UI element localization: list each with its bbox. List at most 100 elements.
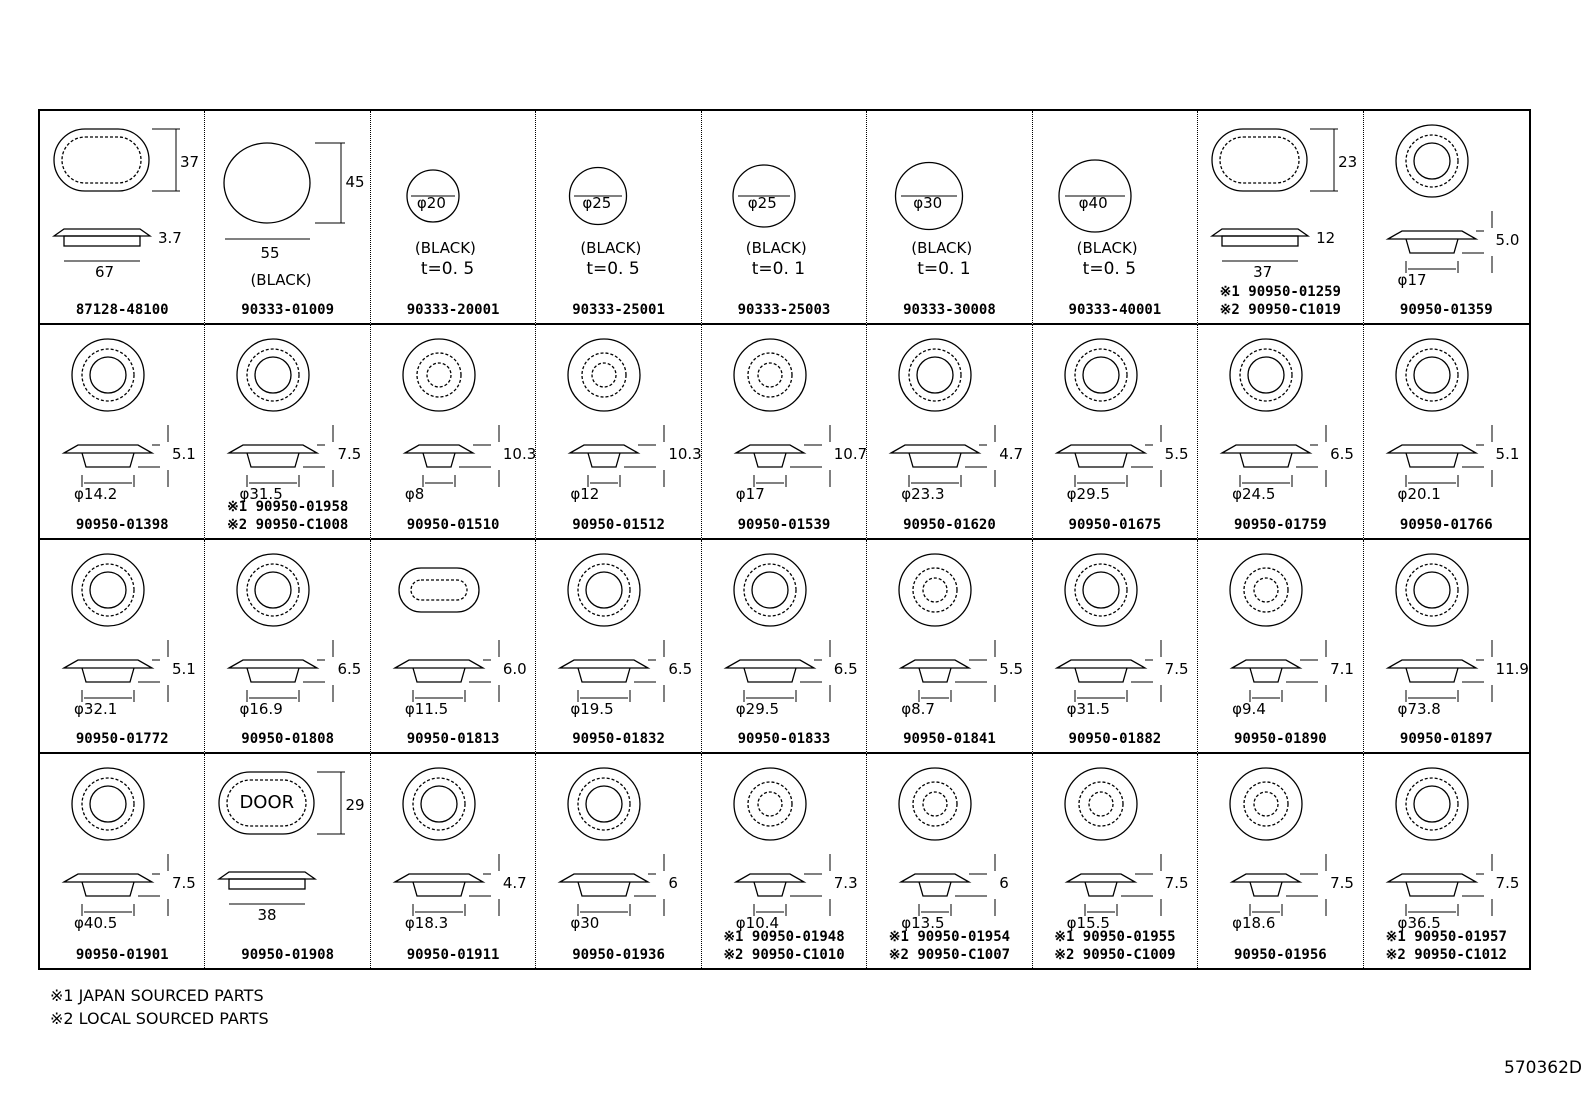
part-number[interactable]: 90950-01675 [1068,516,1162,533]
part-number[interactable]: 90333-25003 [737,302,831,319]
part-numbers: 90333-01009 [205,301,369,319]
part-number[interactable]: 90950-01539 [737,516,831,533]
part-number[interactable]: 90950-01833 [737,730,831,747]
part-number[interactable]: ※1 90950-01948 [723,929,845,945]
part-number[interactable]: 90333-40001 [1068,302,1162,319]
part-number[interactable]: 90950-01759 [1233,516,1327,533]
part-number[interactable]: 90333-30008 [903,302,996,319]
thickness-label: t=0. 5 [1082,259,1137,279]
door-text: DOOR [239,791,295,813]
height-label: 6.5 [833,659,858,678]
height-label: 7.5 [172,873,196,892]
part-number[interactable]: 90950-01398 [75,516,169,533]
part-drawing [723,552,831,702]
part-numbers: 90950-01510 [371,516,535,534]
part-number[interactable]: ※2 90950-C1019 [1219,302,1341,319]
part-drawing [732,164,796,228]
thickness-label: t=0. 5 [586,259,640,279]
part-number[interactable]: 90950-01936 [572,947,665,963]
part-numbers: 90333-25003 [702,301,866,319]
diameter-label: φ20.1 [1397,485,1441,504]
color-note: (BLACK) [580,239,642,257]
part-number[interactable]: ※1 90950-01955 [1054,929,1176,945]
part-number[interactable]: 90950-01359 [1399,302,1493,319]
part-number[interactable]: 90333-01009 [241,302,335,319]
height-label: 45 [345,173,365,191]
part-number[interactable]: 90950-01956 [1233,947,1327,963]
part-number[interactable]: 90950-01890 [1233,730,1327,747]
height-label: 29 [345,795,365,814]
part-drawing [895,161,964,231]
part-number[interactable]: 90950-01510 [406,516,500,533]
width-label: 55 [260,244,280,262]
part-number[interactable]: 90950-01808 [241,730,335,747]
part-drawing [898,767,996,916]
width-label: 38 [257,905,277,924]
part-number[interactable]: ※2 90950-C1008 [227,516,349,533]
part-number[interactable]: 90950-01901 [75,947,169,963]
height-label: 7.3 [833,873,858,892]
height-label: 5.5 [1164,445,1189,464]
part-drawing [557,767,665,916]
width-label: 37 [1253,263,1273,281]
part-number[interactable]: 90950-01813 [406,730,500,747]
part-number[interactable]: 90333-25001 [572,302,665,319]
part-number[interactable]: ※1 90950-01957 [1385,929,1507,945]
part-drawing [223,142,346,240]
part-number[interactable]: ※1 90950-01954 [888,929,1011,945]
height-label: 5.1 [172,659,196,678]
part-numbers: 90950-01841 [867,730,1031,748]
diameter-label: φ9.4 [1232,699,1266,718]
diameter-label: φ17 [1397,271,1427,289]
part-numbers: 90950-01398 [40,516,204,534]
part-numbers: 90950-01882 [1033,730,1197,748]
part-drawing [733,767,831,916]
part-numbers: 90950-01359 [1364,301,1529,319]
part-number[interactable]: 90950-01911 [406,947,500,963]
part-number[interactable]: 90950-01620 [903,516,996,533]
part-number[interactable]: 90950-01908 [241,947,335,963]
part-number[interactable]: ※1 90950-01259 [1219,284,1341,301]
part-number[interactable]: ※2 90950-C1007 [888,947,1011,963]
part-numbers: 90950-01759 [1198,516,1362,534]
part-drawing [557,552,665,702]
part-number[interactable]: 90950-01512 [572,516,665,533]
part-number[interactable]: 90950-01832 [572,730,665,747]
part-number[interactable]: ※2 90950-C1012 [1385,947,1507,963]
diameter-label: φ13.5 [901,913,945,932]
part-number[interactable]: ※1 90950-01958 [227,498,349,515]
part-number[interactable]: 87128-48100 [75,302,169,319]
part-drawing [217,771,346,905]
part-number[interactable]: 90950-01766 [1399,516,1493,533]
part-number[interactable]: 90950-01882 [1068,730,1162,747]
part-number[interactable]: 90950-01841 [903,730,996,747]
height-label: 7.5 [337,445,362,464]
part-numbers: 90950-01772 [40,730,204,748]
part-numbers: ※1 90950-01954 ※2 90950-C1007 [867,928,1031,964]
footnote-local: ※2 LOCAL SOURCED PARTS [50,1009,269,1028]
part-drawing [1058,159,1132,233]
footnote-japan: ※1 JAPAN SOURCED PARTS [50,986,264,1005]
part-number[interactable]: ※2 90950-C1010 [723,947,845,963]
part-number[interactable]: ※2 90950-C1009 [1054,947,1176,963]
part-drawing [898,552,996,702]
part-drawing [406,169,460,223]
part-number[interactable]: 90333-20001 [406,302,500,319]
part-number[interactable]: 90950-01897 [1399,730,1493,747]
diameter-label: φ31.5 [1066,699,1110,718]
part-drawing [1229,552,1327,702]
diameter-label: φ24.5 [1232,485,1276,504]
part-drawing [1385,552,1493,702]
part-numbers: 90333-30008 [867,301,1031,319]
height-label: 10.3 [502,445,537,464]
color-note: (BLACK) [745,239,807,257]
part-number[interactable]: 90950-01772 [75,730,169,747]
